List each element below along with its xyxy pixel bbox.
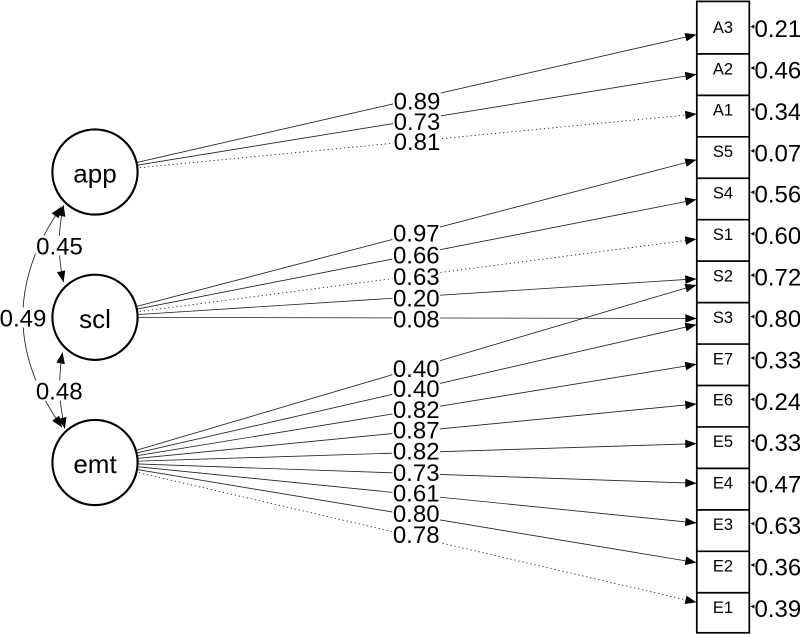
svg-text:0.80: 0.80 [755, 306, 800, 333]
svg-text:0.20: 0.20 [393, 285, 440, 312]
svg-text:0.48: 0.48 [36, 378, 83, 405]
svg-text:S1: S1 [713, 226, 733, 244]
svg-text:0.66: 0.66 [393, 242, 440, 269]
svg-text:0.40: 0.40 [393, 376, 440, 403]
svg-text:0.72: 0.72 [755, 265, 800, 292]
svg-text:0.39: 0.39 [755, 596, 800, 623]
svg-text:0.07: 0.07 [755, 140, 800, 167]
svg-text:0.33: 0.33 [755, 347, 800, 374]
svg-text:emt: emt [73, 449, 117, 479]
svg-text:0.82: 0.82 [393, 438, 440, 465]
svg-text:0.45: 0.45 [36, 233, 83, 260]
svg-text:0.33: 0.33 [755, 430, 800, 457]
svg-text:0.81: 0.81 [394, 129, 441, 156]
svg-text:0.34: 0.34 [755, 99, 800, 126]
svg-text:E1: E1 [713, 599, 733, 617]
svg-text:0.24: 0.24 [755, 389, 800, 416]
svg-text:0.89: 0.89 [394, 88, 441, 115]
svg-text:0.36: 0.36 [755, 554, 800, 581]
svg-text:E3: E3 [713, 516, 733, 534]
svg-text:0.63: 0.63 [755, 513, 800, 540]
svg-text:0.46: 0.46 [755, 57, 800, 84]
svg-text:E5: E5 [713, 433, 733, 451]
svg-text:app: app [73, 159, 116, 189]
svg-text:S2: S2 [713, 267, 733, 285]
svg-text:0.08: 0.08 [393, 307, 440, 334]
svg-text:E2: E2 [713, 557, 733, 575]
svg-text:A2: A2 [713, 60, 733, 78]
svg-text:S3: S3 [713, 309, 733, 327]
svg-text:0.63: 0.63 [393, 264, 440, 291]
svg-text:0.60: 0.60 [755, 223, 800, 250]
svg-text:E6: E6 [713, 392, 733, 410]
svg-text:E4: E4 [713, 475, 733, 493]
svg-text:0.78: 0.78 [393, 522, 440, 549]
svg-text:0.73: 0.73 [393, 460, 440, 487]
svg-text:0.61: 0.61 [393, 480, 440, 507]
svg-text:S4: S4 [713, 185, 733, 203]
svg-text:E7: E7 [713, 350, 733, 368]
svg-text:0.82: 0.82 [393, 397, 440, 424]
svg-text:0.21: 0.21 [755, 16, 800, 43]
svg-text:scl: scl [79, 304, 111, 334]
svg-text:A3: A3 [713, 19, 733, 37]
svg-text:0.80: 0.80 [393, 501, 440, 528]
svg-text:A1: A1 [713, 102, 733, 120]
svg-text:S5: S5 [713, 143, 733, 161]
svg-text:0.47: 0.47 [755, 472, 800, 499]
svg-text:0.56: 0.56 [755, 182, 800, 209]
svg-text:0.87: 0.87 [393, 417, 440, 444]
svg-text:0.97: 0.97 [393, 220, 440, 247]
svg-text:0.49: 0.49 [0, 305, 46, 332]
